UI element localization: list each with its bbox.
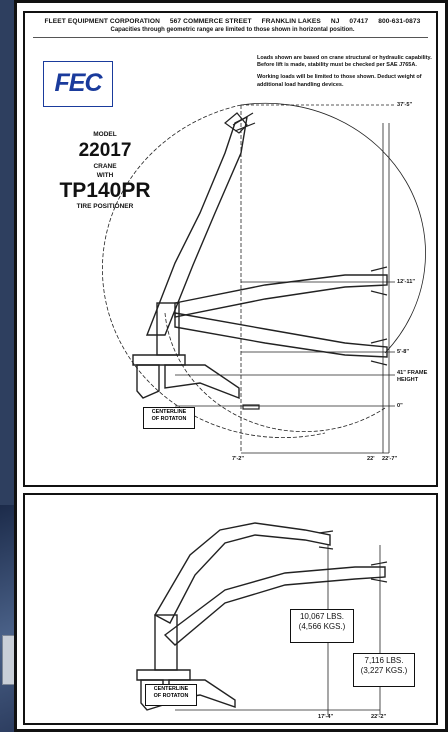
- centerline-label: CENTERLINE: [151, 409, 187, 415]
- load-capacity-section: 10,067 LBS. (4,566 KGS.) 7,116 LBS. (3,2…: [23, 493, 438, 725]
- height-label-mid: 12'-11": [397, 279, 415, 285]
- with-label: WITH: [96, 172, 114, 179]
- frame-height-label-2: HEIGHT: [397, 377, 419, 383]
- reach-label-outer-load: 22'-2": [371, 714, 387, 720]
- company-name: FLEET EQUIPMENT CORPORATION: [44, 18, 160, 25]
- capacity-notes: Loads shown are based on crane structura…: [257, 55, 437, 94]
- header-subtitle: Capacities through geometric range are l…: [110, 27, 355, 33]
- reach-label-max: 22'-7": [382, 456, 398, 462]
- load-outer-kgs: (3,227 KGS.): [360, 666, 408, 675]
- product-description: TIRE POSITIONER: [76, 203, 134, 210]
- company-city: FRANKLIN LAKES: [261, 18, 321, 25]
- frame-height-label: 41" FRAME: [397, 370, 428, 376]
- centerline-box-bottom: CENTERLINE OF ROTATON: [145, 684, 197, 706]
- header-divider: [33, 37, 428, 38]
- range-diagram-section: FLEET EQUIPMENT CORPORATION 567 COMMERCE…: [23, 11, 438, 487]
- reach-label-inner: 7'-2": [232, 456, 245, 462]
- load-inner-lbs: 10,067 LBS.: [299, 612, 345, 621]
- fec-logo: FEC: [43, 61, 113, 107]
- reach-label-mid: 22': [367, 456, 375, 462]
- rotation-label-bottom: OF ROTATON: [153, 693, 189, 699]
- model-number: 22017: [78, 140, 132, 161]
- crane-range-drawing: [101, 102, 426, 454]
- company-zip: 07417: [349, 18, 369, 25]
- company-phone: 800-631-0873: [378, 18, 421, 25]
- company-state: NJ: [330, 18, 340, 25]
- load-capacity-inner: 10,067 LBS. (4,566 KGS.): [290, 609, 354, 643]
- rotation-label: OF ROTATON: [151, 416, 187, 422]
- company-address: 567 COMMERCE STREET: [169, 18, 252, 25]
- load-inner-kgs: (4,566 KGS.): [298, 622, 346, 631]
- centerline-box-top: CENTERLINE OF ROTATON: [143, 407, 195, 429]
- load-outer-lbs: 7,116 LBS.: [364, 656, 404, 665]
- height-label-zero: 0": [397, 403, 403, 409]
- height-label-low: 5'-8": [397, 349, 410, 355]
- header-line: FLEET EQUIPMENT CORPORATION 567 COMMERCE…: [25, 18, 440, 25]
- product-number: TP140PR: [59, 179, 151, 202]
- height-label-max: 37'-5": [397, 102, 413, 108]
- crane-load-drawing: [136, 522, 388, 715]
- capacity-chart-sheet: FLEET EQUIPMENT CORPORATION 567 COMMERCE…: [14, 0, 448, 732]
- reach-label-inner-load: 17'-4": [318, 714, 334, 720]
- logo-text: FEC: [54, 69, 103, 97]
- note-working-loads: Working loads will be limited to those s…: [257, 74, 422, 88]
- crane-label: CRANE: [93, 163, 117, 170]
- model-label: MODEL: [93, 131, 117, 138]
- load-capacity-outer: 7,116 LBS. (3,227 KGS.): [353, 653, 415, 687]
- note-stability: Loads shown are based on crane structura…: [257, 55, 432, 69]
- centerline-label-bottom: CENTERLINE: [153, 686, 189, 692]
